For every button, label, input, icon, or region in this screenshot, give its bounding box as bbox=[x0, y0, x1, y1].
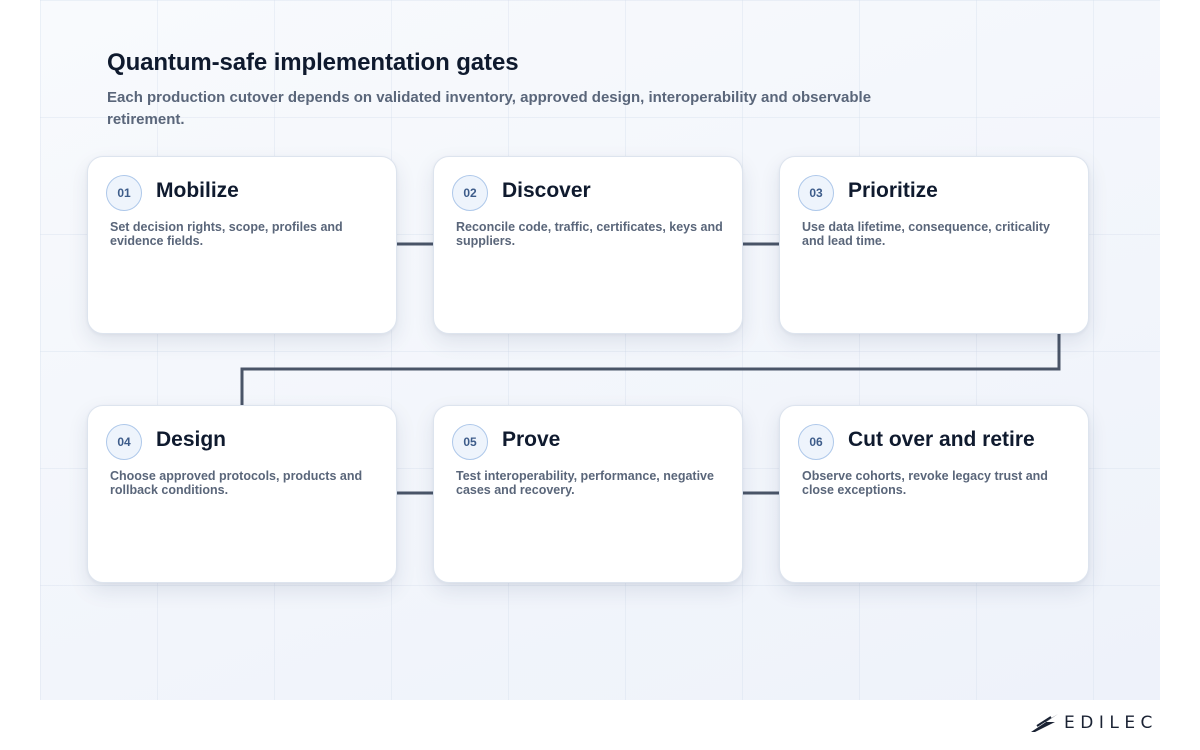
step-title: Cut over and retire bbox=[848, 428, 1035, 451]
page-subtitle: Each production cutover depends on valid… bbox=[107, 89, 872, 128]
step-description: Set decision rights, scope, profiles and… bbox=[110, 220, 343, 248]
step-title: Prioritize bbox=[848, 179, 938, 202]
diagram-background bbox=[40, 0, 1160, 700]
step-card-design: 04 Design Choose approved protocols, pro… bbox=[87, 405, 397, 583]
step-description: Reconcile code, traffic, certificates, k… bbox=[456, 220, 723, 248]
step-number-badge: 06 bbox=[798, 424, 834, 460]
step-title: Design bbox=[156, 428, 227, 451]
step-number-badge: 02 bbox=[452, 175, 488, 211]
step-number-badge: 04 bbox=[106, 424, 142, 460]
step-number-badge: 05 bbox=[452, 424, 488, 460]
logo-mark-icon bbox=[1031, 714, 1058, 732]
step-card-discover: 02 Discover Reconcile code, traffic, cer… bbox=[433, 156, 743, 334]
step-description: Test interoperability, performance, nega… bbox=[456, 469, 714, 497]
step-card-mobilize: 01 Mobilize Set decision rights, scope, … bbox=[87, 156, 397, 334]
page-title: Quantum-safe implementation gates bbox=[107, 49, 519, 76]
step-card-prioritize: 03 Prioritize Use data lifetime, consequ… bbox=[779, 156, 1089, 334]
connector-03-04 bbox=[240, 334, 1061, 405]
step-title: Mobilize bbox=[156, 179, 239, 202]
step-card-prove: 05 Prove Test interoperability, performa… bbox=[433, 405, 743, 583]
step-title: Discover bbox=[502, 179, 591, 202]
logo-wordmark: EDILEC bbox=[1064, 713, 1158, 733]
step-title: Prove bbox=[502, 428, 561, 451]
step-number-badge: 03 bbox=[798, 175, 834, 211]
step-description: Use data lifetime, consequence, critical… bbox=[802, 220, 1051, 248]
step-card-cut-over-and-retire: 06 Cut over and retire Observe cohorts, … bbox=[779, 405, 1089, 583]
step-description: Observe cohorts, revoke legacy trust and… bbox=[802, 469, 1048, 497]
edilec-logo: EDILEC bbox=[1031, 711, 1158, 735]
step-number-badge: 01 bbox=[106, 175, 142, 211]
step-description: Choose approved protocols, products and … bbox=[110, 469, 363, 497]
